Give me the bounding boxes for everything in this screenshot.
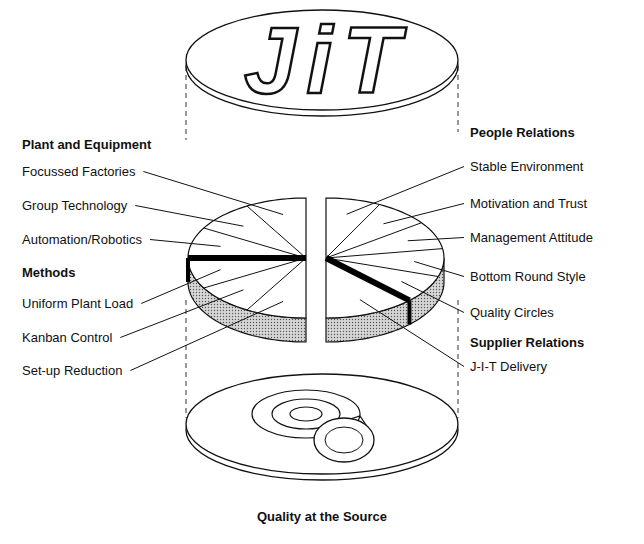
logo-disc: JiT (184, 8, 460, 120)
factor-label: Kanban Control (22, 330, 112, 345)
guide-line (186, 300, 187, 418)
factor-label: Set-up Reduction (22, 363, 122, 378)
pie-spoke (247, 258, 306, 310)
guide-lines (186, 66, 458, 418)
guide-line (458, 66, 459, 132)
factor-label: Uniform Plant Load (22, 296, 133, 311)
factor-label: Automation/Robotics (22, 232, 142, 247)
leader-line (383, 204, 464, 224)
guide-line (458, 300, 459, 418)
pie-disc (188, 198, 444, 342)
pie-half (326, 198, 444, 318)
pie-divider (188, 255, 306, 261)
pie-spoke (326, 205, 380, 258)
pie-spoke (204, 258, 306, 288)
leader-line (150, 240, 221, 247)
leader-line (130, 301, 283, 370)
leader-line (347, 167, 464, 215)
pie-half (188, 198, 306, 318)
group-heading: Supplier Relations (470, 335, 584, 350)
factor-label: Focussed Factories (22, 164, 135, 179)
disc-top (186, 10, 458, 110)
pie-spoke (204, 228, 306, 258)
group-heading: Methods (22, 265, 75, 280)
factor-label: Stable Environment (470, 159, 583, 174)
factor-label: Management Attitude (470, 230, 593, 245)
target-ring (290, 407, 322, 421)
logo-text: JiT (234, 14, 410, 108)
base-disc: Quality at the Source (184, 372, 460, 536)
leader-line (120, 290, 243, 338)
pie-spoke (326, 223, 421, 258)
leader-line (141, 270, 220, 304)
pie-spoke (326, 249, 443, 258)
node-caption: Quality at the Source (257, 509, 387, 524)
factor-label: Quality Circles (470, 305, 554, 320)
factor-label: J-I-T Delivery (470, 359, 547, 374)
leader-line (143, 172, 283, 215)
leader-lines (120, 167, 464, 371)
pie-spoke (247, 206, 306, 258)
factor-label: Bottom Round Style (470, 269, 586, 284)
factor-label: Motivation and Trust (470, 196, 587, 211)
group-heading: People Relations (470, 125, 575, 140)
pie-divider (326, 258, 409, 300)
group-heading: Plant and Equipment (22, 137, 151, 152)
leader-line (401, 282, 464, 313)
guide-line (186, 66, 187, 140)
leader-line (408, 238, 464, 241)
leader-line (360, 300, 464, 367)
leader-line (414, 262, 464, 277)
disc-top (186, 374, 458, 474)
pie-divider (407, 300, 411, 324)
factor-label: Group Technology (22, 198, 127, 213)
leader-line (135, 206, 243, 227)
lens-inner (325, 427, 363, 453)
pie-divider (186, 258, 190, 282)
lens (314, 418, 374, 462)
